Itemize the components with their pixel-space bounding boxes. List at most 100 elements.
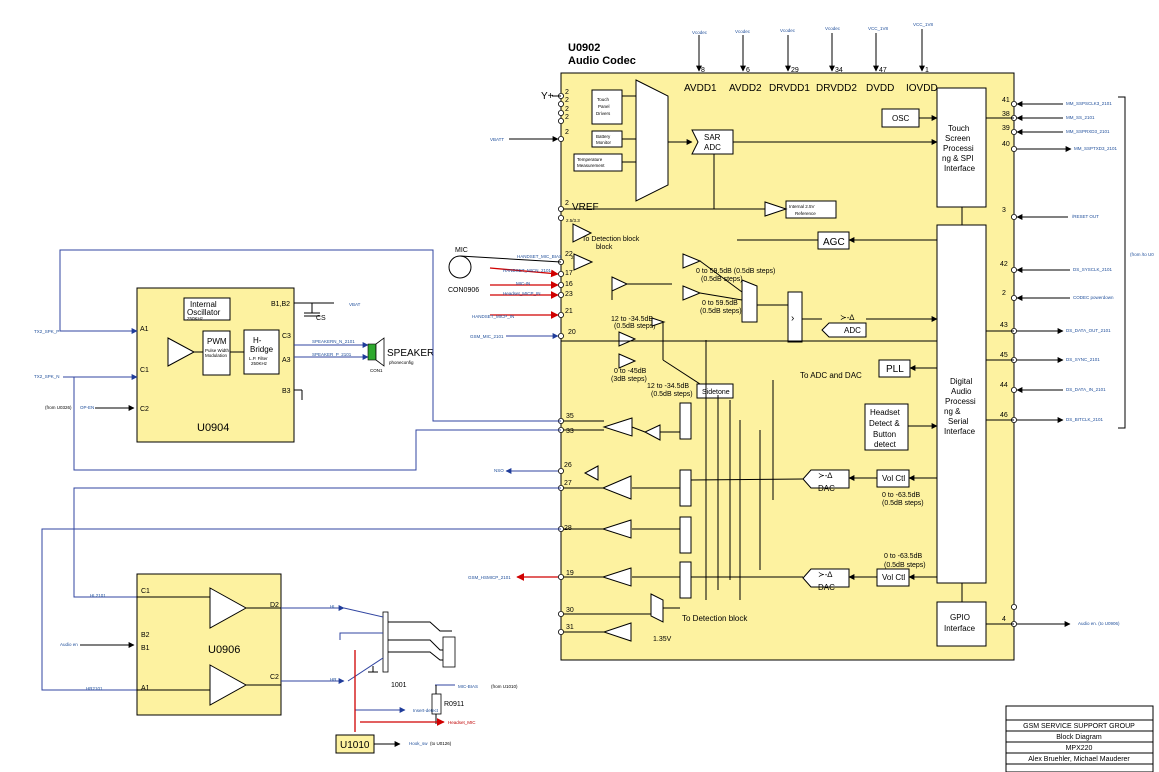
svg-text:Internal 2.5V: Internal 2.5V — [789, 204, 815, 209]
touch-panel-drivers-block — [591, 89, 623, 125]
svg-text:Serial: Serial — [948, 417, 969, 426]
u0906-block: U0906 C1 D2 B2 B1 A1 C2 HL2101 HR2101 Au… — [60, 573, 345, 716]
svg-text:Monitor: Monitor — [596, 140, 612, 145]
u0904-block: U0904 Internal Oscillator 250KHz PWM Pul… — [34, 287, 434, 443]
right-pin-3: 3/RESET OUT — [1002, 207, 1099, 220]
svg-text:A1: A1 — [141, 685, 150, 692]
svg-text:Touch: Touch — [597, 97, 610, 102]
svg-text:detect: detect — [874, 440, 897, 449]
svg-text:Hook_sw: Hook_sw — [409, 741, 428, 746]
h-bridge-block — [243, 329, 280, 375]
svg-text:30: 30 — [566, 607, 574, 614]
title-block: GSM SERVICE SUPPORT GROUP Block Diagram … — [1005, 705, 1154, 772]
svg-text:A1: A1 — [140, 326, 149, 333]
svg-text:27: 27 — [564, 480, 572, 487]
svg-text:Audio: Audio — [951, 387, 972, 396]
svg-text:34: 34 — [835, 67, 843, 74]
speaker-icon — [367, 343, 377, 361]
svg-text:HR: HR — [330, 677, 337, 682]
svg-text:2: 2 — [565, 97, 569, 104]
svg-text:MIC-IN: MIC-IN — [516, 281, 530, 286]
svg-text:DAC: DAC — [818, 484, 835, 493]
svg-text:VREF: VREF — [572, 202, 599, 213]
svg-text:2: 2 — [565, 200, 569, 207]
svg-text:DAC: DAC — [818, 583, 835, 592]
svg-text:Screen: Screen — [945, 134, 970, 143]
svg-text:12 to -34.5dB: 12 to -34.5dB — [647, 383, 689, 390]
svg-text:SAR: SAR — [704, 133, 721, 142]
svg-text:To Detection block: To Detection block — [682, 614, 748, 623]
svg-text:Temperature: Temperature — [577, 157, 603, 162]
svg-text:phoneconfig: phoneconfig — [389, 360, 414, 365]
svg-text:Audio en: Audio en — [60, 642, 78, 647]
title-model: MPX220 — [1066, 745, 1093, 752]
svg-text:Interface: Interface — [944, 427, 976, 436]
svg-text:OSC: OSC — [892, 114, 910, 123]
svg-text:Vol Ctl: Vol Ctl — [882, 474, 905, 483]
svg-text:TX2_SPK_N: TX2_SPK_N — [34, 374, 60, 379]
svg-text:CON1: CON1 — [370, 368, 383, 373]
svg-text:Audio en. (to U0906): Audio en. (to U0906) — [1078, 621, 1120, 626]
mic-icon — [448, 255, 472, 279]
svg-text:Measurement: Measurement — [577, 163, 605, 168]
loop-wiring — [41, 249, 561, 691]
svg-text:MM_SSPTXD3_2101: MM_SSPTXD3_2101 — [1074, 146, 1118, 151]
codec-id: U0902 — [568, 42, 600, 54]
svg-text:NSO: NSO — [494, 468, 504, 473]
svg-text:SPEAKER_P_2101: SPEAKER_P_2101 — [312, 352, 352, 357]
svg-text:0 to -63.5dB: 0 to -63.5dB — [884, 553, 922, 560]
svg-text:CODEC powerdown: CODEC powerdown — [1073, 295, 1114, 300]
svg-text:2: 2 — [565, 106, 569, 113]
svg-text:SPEAKERN_N_2101: SPEAKERN_N_2101 — [312, 339, 355, 344]
svg-text:1001: 1001 — [391, 682, 407, 689]
codec-u0902: U0902 Audio Codec Vcodec 8 AVDD1 Vcodec … — [560, 22, 1015, 661]
svg-text:Sidetone: Sidetone — [702, 389, 730, 396]
svg-text:HANDSET_MICP_IN: HANDSET_MICP_IN — [472, 314, 514, 319]
svg-text:Battery: Battery — [596, 134, 611, 139]
svg-text:Headset_MIC: Headset_MIC — [448, 720, 476, 725]
svg-text:Detect &: Detect & — [869, 419, 900, 428]
title-authors: Alex Bruehler, Michael Mauderer — [1028, 756, 1130, 763]
svg-text:41: 41 — [1002, 97, 1010, 104]
dap-block — [936, 224, 987, 584]
svg-text:C3: C3 — [282, 333, 291, 340]
svg-text:MIC: MIC — [455, 247, 468, 254]
svg-text:2: 2 — [565, 129, 569, 136]
sar-adc-block — [691, 129, 734, 155]
svg-text:Processi: Processi — [943, 144, 974, 153]
svg-text:TX2_SPK_P: TX2_SPK_P — [34, 329, 59, 334]
svg-text:29: 29 — [791, 67, 799, 74]
svg-text:Reference: Reference — [795, 211, 816, 216]
svg-text:(from U0326): (from U0326) — [45, 405, 72, 410]
dac-2-block — [802, 568, 850, 588]
dac-1-block — [802, 469, 850, 489]
svg-text:HANDSET_MICN_2101: HANDSET_MICN_2101 — [503, 268, 552, 273]
svg-text:U0906: U0906 — [208, 644, 240, 656]
supply-pin-drvdd1: Vcodec 29 DRVDD1 — [769, 28, 810, 94]
svg-text:(0.5dB steps): (0.5dB steps) — [614, 323, 656, 330]
svg-text:ADC: ADC — [704, 143, 721, 152]
svg-text:Headset: Headset — [870, 408, 901, 417]
svg-text:VCC_1V8: VCC_1V8 — [913, 22, 934, 27]
touch-spi-block — [936, 87, 987, 208]
svg-text:DRVDD2: DRVDD2 — [816, 83, 857, 94]
svg-text:Vcodec: Vcodec — [692, 30, 708, 35]
svg-text:17: 17 — [565, 270, 573, 277]
svg-text:Bridge: Bridge — [250, 345, 274, 354]
svg-text:C2: C2 — [270, 674, 279, 681]
svg-text:HL: HL — [330, 604, 336, 609]
svg-text:Panel: Panel — [598, 104, 610, 109]
svg-text:0 to 59.5dB (0.5dB steps): 0 to 59.5dB (0.5dB steps) — [696, 268, 775, 275]
svg-text:Vcodec: Vcodec — [780, 28, 796, 33]
svg-text:(0.5dB steps): (0.5dB steps) — [882, 500, 924, 507]
supply-pin-dvdd: VCC_1V8 47 DVDD — [866, 26, 894, 94]
svg-text:3: 3 — [1002, 207, 1006, 214]
jack-section: 1001 MIC-BIAS (from U1010) R0911 Insert-… — [335, 607, 518, 754]
svg-text:(0.5dB steps): (0.5dB steps) — [701, 276, 743, 283]
svg-text:DS_DATA_OUT_2101: DS_DATA_OUT_2101 — [1066, 328, 1111, 333]
